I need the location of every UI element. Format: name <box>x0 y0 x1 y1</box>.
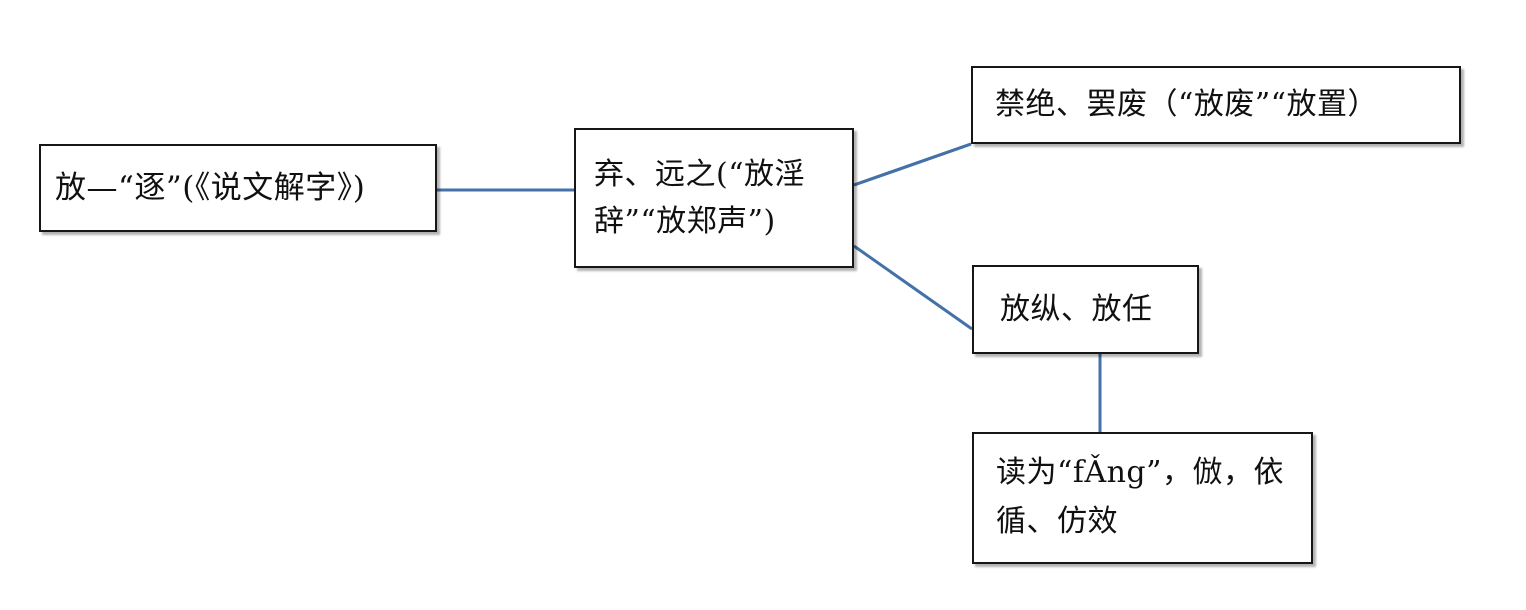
node-indulge-label: 放纵、放任 <box>1000 291 1153 327</box>
node-ban-label: 禁绝、罢废（“放废”“放置） <box>995 87 1379 122</box>
node-fang[interactable]: 读为“fǍng”，倣，依循、仿效 <box>972 432 1313 564</box>
node-center[interactable]: 弃、远之(“放淫辞”“放郑声”) <box>574 128 854 268</box>
node-center-label: 弃、远之(“放淫辞”“放郑声”) <box>594 156 806 239</box>
connector-center-to-ban <box>853 142 972 187</box>
connector-center-to-indulge <box>853 244 973 331</box>
node-fang-label: 读为“fǍng”，倣，依循、仿效 <box>996 455 1284 539</box>
node-root-label: 放—“逐”(《说文解字》) <box>55 169 366 206</box>
node-ban[interactable]: 禁绝、罢废（“放废”“放置） <box>971 66 1461 144</box>
node-indulge[interactable]: 放纵、放任 <box>972 265 1199 354</box>
connector-center-to-ban-ext <box>853 142 972 187</box>
node-root[interactable]: 放—“逐”(《说文解字》) <box>39 144 437 232</box>
